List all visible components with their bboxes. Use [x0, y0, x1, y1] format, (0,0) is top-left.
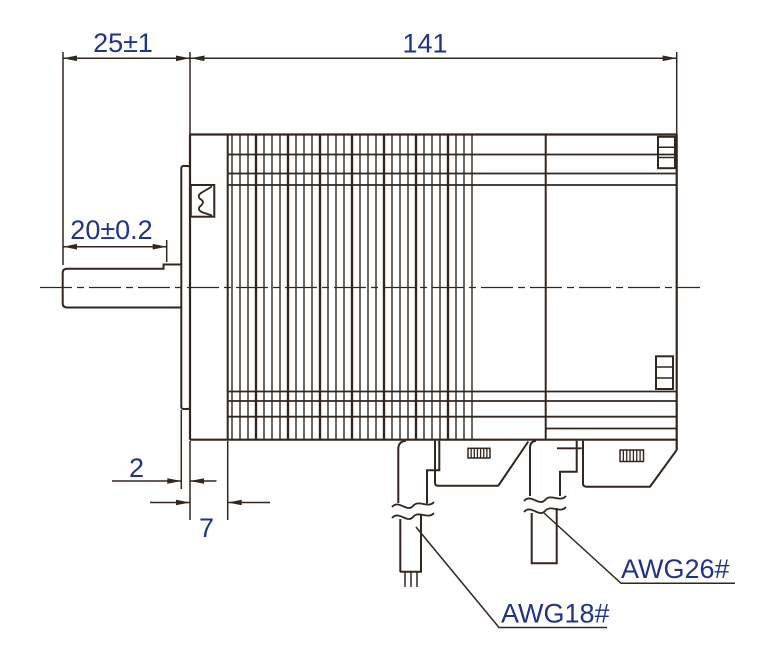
connector-pins-left — [467, 447, 491, 459]
terminal-block-bottom — [655, 355, 674, 390]
dim-text-flange-thickness: 2 — [129, 453, 144, 483]
dimension-annotations — [62, 52, 735, 629]
leader-awg26 — [543, 512, 735, 585]
cable-break-line — [523, 506, 567, 514]
motor-shaft — [61, 263, 182, 309]
cable-right — [523, 439, 578, 565]
cable-break-line — [391, 501, 435, 509]
connector-housing-right — [582, 440, 678, 488]
dim-text-shaft-length: 20±0.2 — [70, 215, 152, 245]
dim-text-shaft-extension: 25±1 — [93, 28, 153, 58]
pin-block — [619, 449, 645, 463]
dim-text-body-length: 141 — [402, 29, 447, 59]
pin-block — [467, 447, 491, 459]
connector-pins-right — [619, 449, 645, 463]
cable-break-line — [391, 512, 435, 520]
pilot-boss-detail — [189, 184, 216, 218]
label-awg26: AWG26# — [621, 554, 730, 584]
label-awg18: AWG18# — [501, 599, 610, 629]
cable-break-line — [523, 495, 567, 503]
terminal-block-top — [657, 135, 676, 170]
dimension-texts: 25±1 141 20±0.2 2 7 AWG18# AWG26# — [70, 28, 729, 629]
cable-left — [391, 439, 441, 587]
dim-text-pilot-depth: 7 — [199, 513, 214, 543]
break-squiggle — [197, 185, 213, 217]
motor-body — [188, 133, 678, 450]
connector-housing-left — [434, 440, 530, 487]
leader-awg18 — [415, 526, 607, 629]
